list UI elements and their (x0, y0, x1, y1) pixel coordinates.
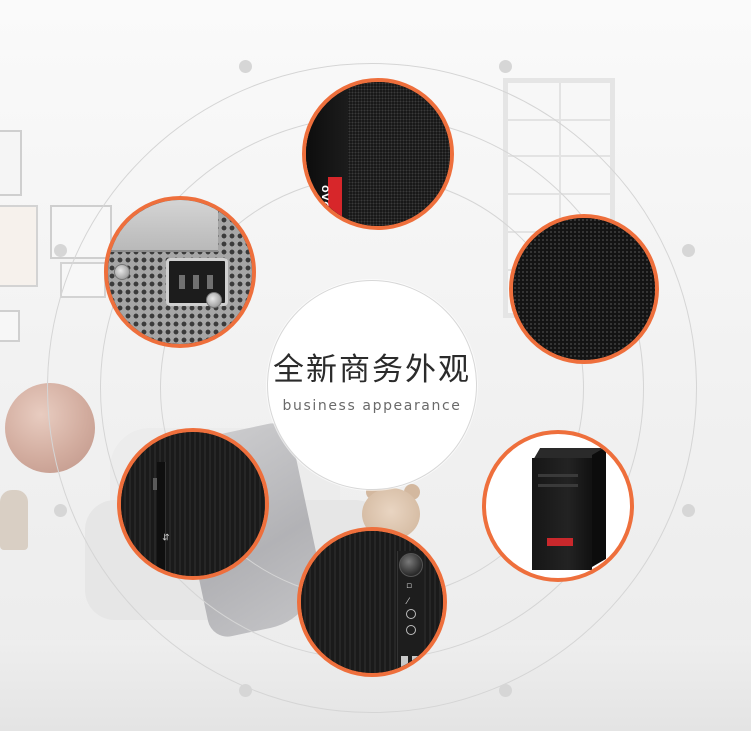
screw (206, 292, 222, 308)
mic-icon: ⁄ (407, 597, 409, 607)
backdrop-frame (0, 310, 20, 342)
ring-dot (238, 683, 252, 697)
panel-edge (157, 462, 166, 576)
detail-front-bezel: OVO (302, 78, 454, 230)
ring-dot (498, 59, 512, 73)
ring-dot (53, 243, 67, 257)
detail-rear-power-supply (104, 196, 256, 348)
ring-dot (498, 683, 512, 697)
backdrop-frame (0, 205, 38, 287)
heading-disc: 全新商务外观 business appearance (267, 280, 477, 490)
orbit-ring-outer (47, 63, 697, 713)
drive-activity-icon: ▫ (406, 581, 413, 591)
power-button-icon (399, 553, 423, 577)
screw (114, 264, 130, 280)
detail-mesh-grille (509, 214, 659, 364)
heading-subtitle: business appearance (282, 398, 462, 414)
detail-full-tower (482, 430, 634, 582)
ring-dot (681, 503, 695, 517)
ring-dot (681, 243, 695, 257)
logo-strip: OVO (319, 177, 342, 226)
ring-dot (238, 59, 252, 73)
detail-ribbed-panel: ⇆ (117, 428, 269, 580)
usb-port-icon (401, 656, 408, 670)
tower-drive-bay (538, 484, 578, 487)
backdrop-vase (0, 490, 28, 550)
usb-port-icon (412, 656, 419, 670)
ring-dot (53, 503, 67, 517)
logo-strip-text: OVO (319, 185, 329, 210)
detail-front-ports: ▫ ⁄ (297, 527, 447, 677)
headphone-jack-icon (406, 609, 416, 619)
heading-title: 全新商务外观 (273, 352, 471, 388)
audio-jack-icon (406, 625, 416, 635)
tower-drive-bay (538, 474, 578, 477)
tower-logo (547, 538, 573, 546)
drive-slot (153, 478, 157, 490)
backdrop-frame (0, 130, 22, 196)
tower-side (592, 446, 606, 567)
usb-icon: ⇆ (159, 533, 170, 541)
